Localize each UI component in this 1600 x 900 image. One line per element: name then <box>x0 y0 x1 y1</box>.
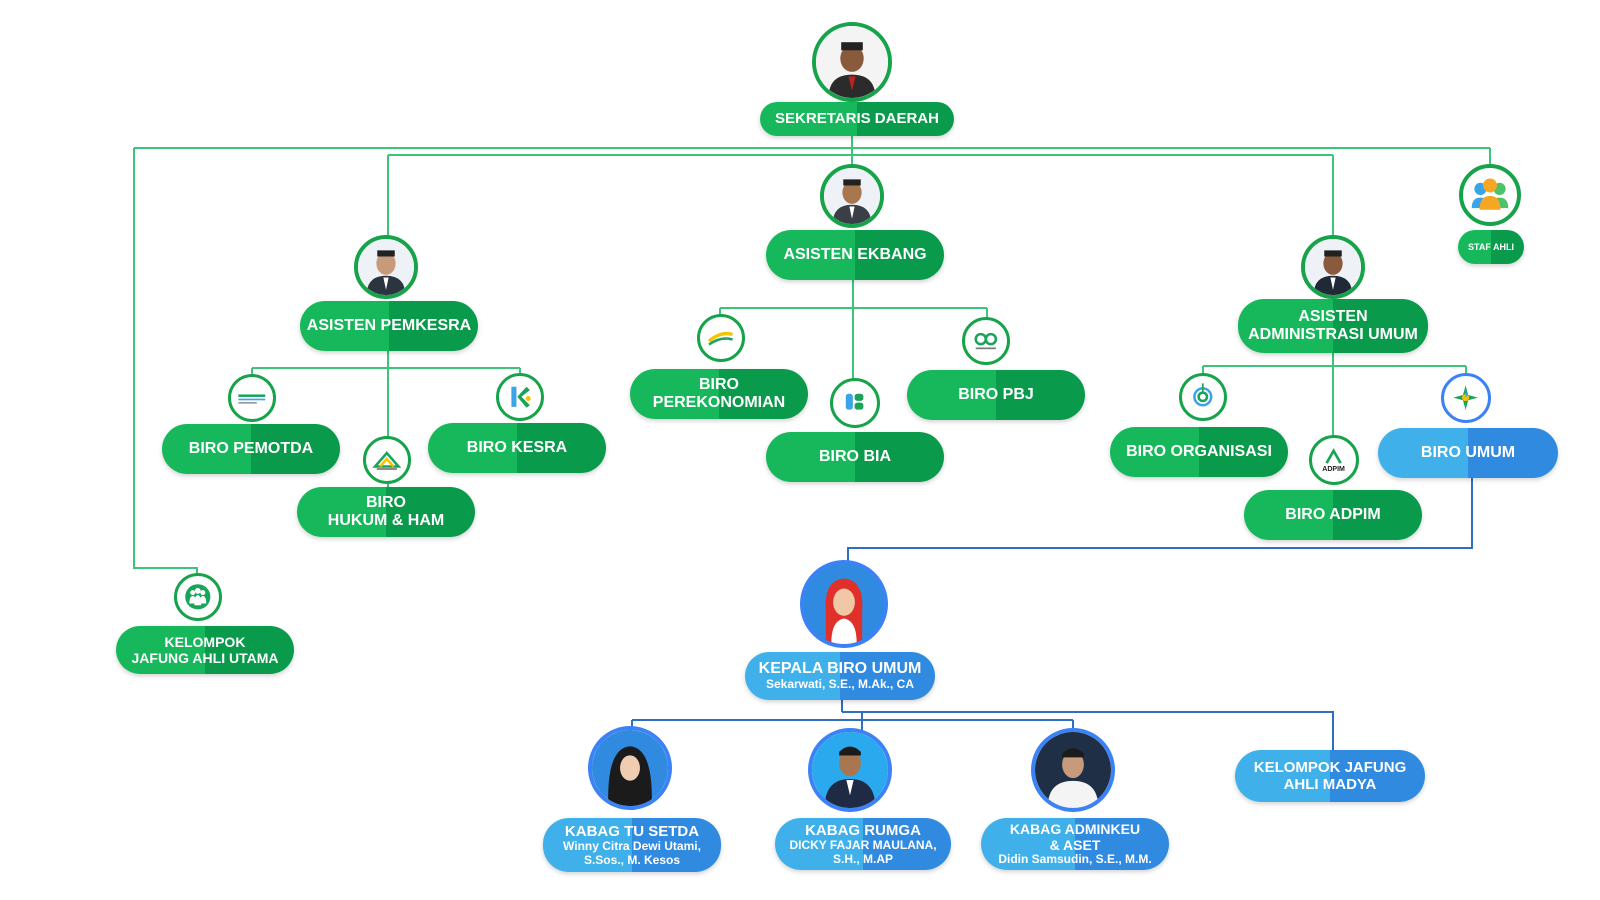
biro-pbj-label: BIRO PBJ <box>958 385 1034 403</box>
biro-hukum-label-1: BIRO <box>366 493 406 511</box>
kabag-adminkeu-avatar <box>1031 728 1115 812</box>
kepala-biro-umum-name: Sekarwati, S.E., M.Ak., CA <box>765 677 915 692</box>
connector-pemkesra-biro <box>251 348 521 490</box>
biro-pbj-node[interactable]: BIRO PBJ <box>907 370 1085 420</box>
sekda-avatar <box>812 22 892 102</box>
asisten-ekbang-node[interactable]: ASISTEN EKBANG <box>766 230 944 280</box>
kabag-rumga-avatar <box>808 728 892 812</box>
biro-organisasi-logo <box>1179 373 1227 421</box>
jafung-utama-icon <box>174 573 222 621</box>
biro-kesra-logo <box>496 373 544 421</box>
asisten-adum-title-1: ASISTEN <box>1298 307 1368 325</box>
staf-ahli-node[interactable]: STAF AHLI <box>1458 230 1524 264</box>
jafung-madya-label-2: AHLI MADYA <box>1283 776 1377 793</box>
biro-perekonomian-label-2: PEREKONOMIAN <box>652 394 786 411</box>
biro-pemotda-logo <box>228 374 276 422</box>
staf-ahli-title: STAF AHLI <box>1468 241 1514 252</box>
biro-perekonomian-label-1: BIRO <box>698 375 739 393</box>
biro-pemotda-node[interactable]: BIRO PEMOTDA <box>162 424 340 474</box>
kabag-adminkeu-name: Didin Samsudin, S.E., M.M. <box>998 852 1152 867</box>
kabag-rumga-name-2: S.H., M.AP <box>832 851 893 866</box>
jafung-utama-label-2: JAFUNG AHLI UTAMA <box>131 650 279 666</box>
kabag-rumga-name-1: DICKY FAJAR MAULANA, <box>789 837 937 852</box>
biro-hukum-label-2: HUKUM & HAM <box>327 512 445 529</box>
kabag-tu-name-2: S.Sos., M. Kesos <box>583 852 680 867</box>
biro-organisasi-label: BIRO ORGANISASI <box>1126 442 1272 460</box>
sekda-title: SEKRETARIS DAERAH <box>775 110 939 128</box>
asisten-pemkesra-title: ASISTEN PEMKESRA <box>306 316 472 334</box>
biro-umum-logo <box>1441 373 1491 423</box>
biro-kesra-node[interactable]: BIRO KESRA <box>428 423 606 473</box>
biro-adpim-node[interactable]: BIRO ADPIM <box>1244 490 1422 540</box>
connector-adum-biro <box>1202 350 1467 436</box>
biro-pbj-logo <box>962 317 1010 365</box>
kabag-adminkeu-title-2: & ASET <box>1049 837 1101 854</box>
biro-organisasi-node[interactable]: BIRO ORGANISASI <box>1110 427 1288 477</box>
jafung-utama-label-1: KELOMPOK <box>164 633 246 650</box>
sekda-node[interactable]: SEKRETARIS DAERAH <box>760 102 954 136</box>
people-group-icon <box>1459 164 1521 226</box>
asisten-ekbang-title: ASISTEN EKBANG <box>783 245 927 263</box>
biro-umum-node[interactable]: BIRO UMUM <box>1378 428 1558 478</box>
connector-umum-kepala <box>847 478 1473 562</box>
connector-ekbang-biro <box>719 278 988 380</box>
adum-avatar <box>1301 235 1365 299</box>
kepala-biro-umum-avatar <box>800 560 888 648</box>
ekbang-avatar <box>820 164 884 228</box>
kabag-tu-avatar <box>588 726 672 810</box>
biro-adpim-logo: ADPIM <box>1309 435 1359 485</box>
kepala-biro-umum-title: KEPALA BIRO UMUM <box>758 659 922 677</box>
jafung-madya-label-1: KELOMPOK JAFUNG <box>1253 758 1407 776</box>
biro-bia-label: BIRO BIA <box>819 447 891 465</box>
pemkesra-avatar <box>354 235 418 299</box>
connector-sekda-jafung <box>133 148 198 578</box>
biro-pemotda-label: BIRO PEMOTDA <box>188 439 314 457</box>
biro-kesra-label: BIRO KESRA <box>466 438 568 456</box>
connector-asisten-bus <box>387 148 1334 240</box>
kabag-tu-name-1: Winny Citra Dewi Utami, <box>563 838 701 853</box>
connector-kepala-kabag <box>631 700 1334 752</box>
asisten-adum-title-2: ADMINISTRASI UMUM <box>1248 326 1418 343</box>
biro-bia-logo <box>830 378 880 428</box>
asisten-pemkesra-node[interactable]: ASISTEN PEMKESRA <box>300 301 478 351</box>
kabag-tu-title: KABAG TU SETDA <box>564 822 700 840</box>
biro-adpim-label: BIRO ADPIM <box>1285 505 1381 523</box>
biro-bia-node[interactable]: BIRO BIA <box>766 432 944 482</box>
biro-umum-label: BIRO UMUM <box>1420 443 1516 461</box>
kabag-rumga-title: KABAG RUMGA <box>805 821 921 839</box>
adpim-logo-text: ADPIM <box>1323 466 1346 473</box>
biro-hukum-logo <box>363 436 411 484</box>
biro-perekonomian-logo <box>697 314 745 362</box>
kabag-adminkeu-title-1: KABAG ADMINKEU <box>1009 821 1141 837</box>
